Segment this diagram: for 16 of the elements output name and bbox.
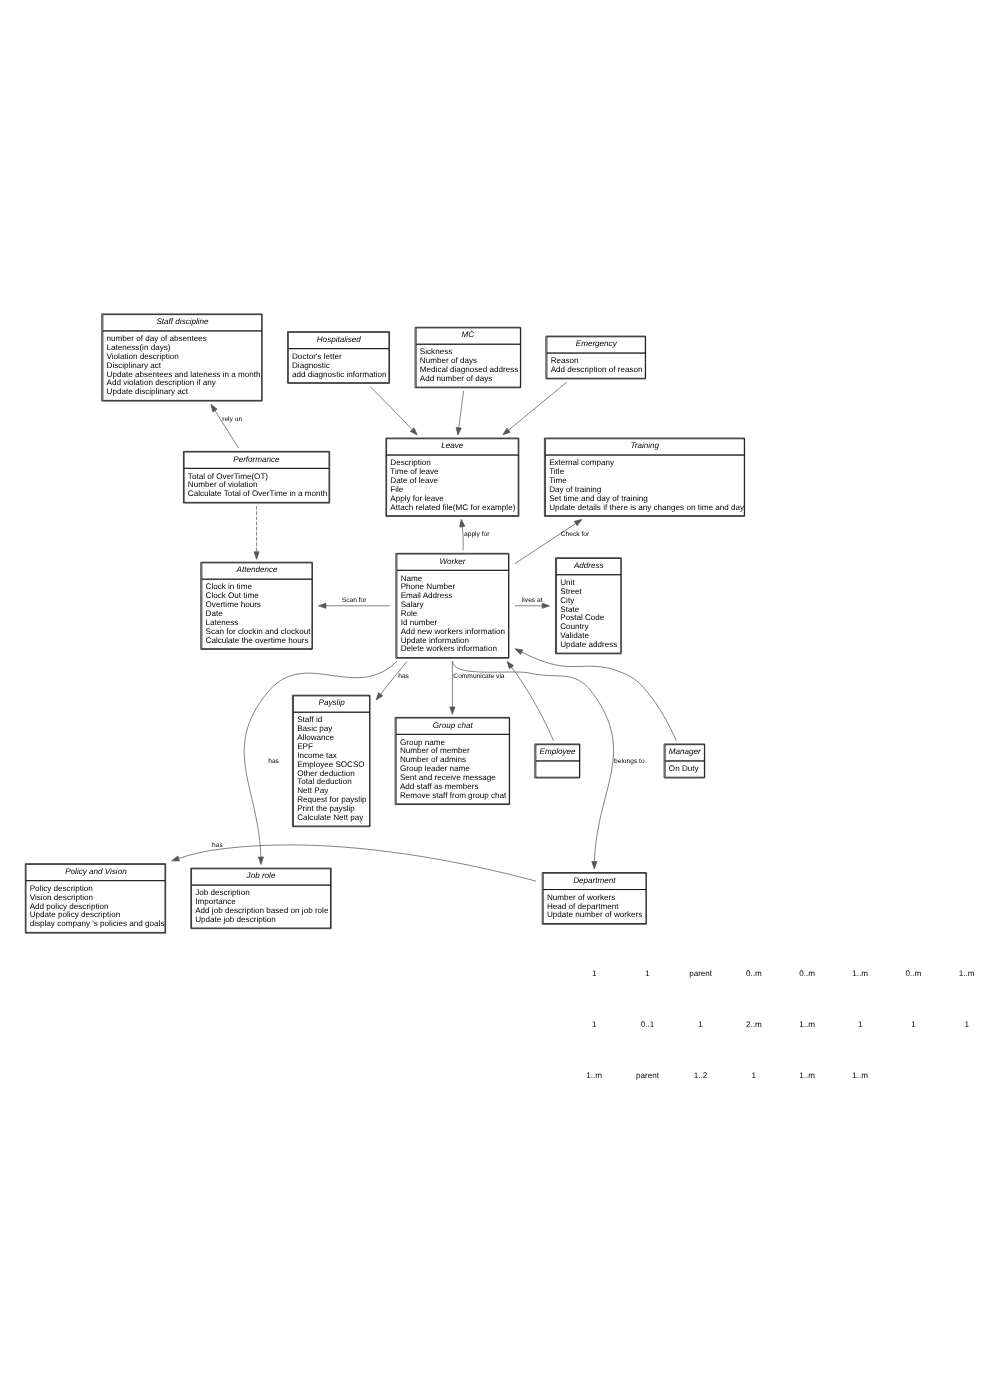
arrow <box>369 386 418 436</box>
arrow <box>210 403 240 449</box>
arrow <box>514 648 677 742</box>
arrow <box>506 661 554 742</box>
arrow <box>514 602 550 609</box>
arrow <box>318 602 391 609</box>
arrow <box>514 519 583 565</box>
arrow <box>459 519 466 551</box>
arrow <box>449 661 456 715</box>
arrow <box>452 660 614 870</box>
arrow <box>171 844 537 882</box>
arrow <box>375 661 408 701</box>
arrow <box>244 660 398 865</box>
arrow <box>455 390 464 436</box>
arrow <box>253 505 260 560</box>
arrow <box>502 381 568 436</box>
